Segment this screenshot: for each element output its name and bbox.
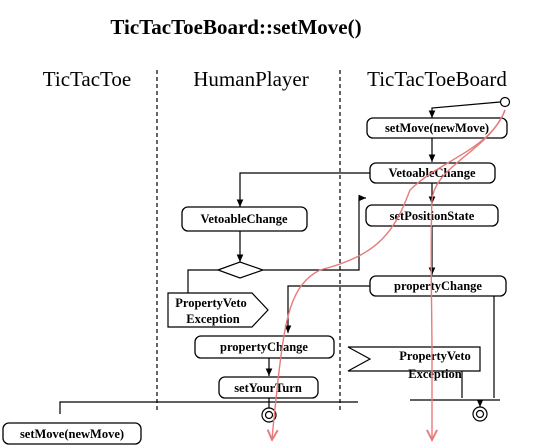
decision-diamond bbox=[216, 261, 265, 279]
lane-tictactoeboard: TicTacToeBoard bbox=[367, 67, 507, 91]
highlighted-execution-paths bbox=[272, 109, 506, 440]
property-change-player-box bbox=[194, 335, 335, 359]
property-change-board-box bbox=[369, 275, 507, 297]
property-veto-exception-receive-right bbox=[347, 346, 481, 372]
property-veto-right-label-1: PropertyVeto bbox=[399, 349, 471, 363]
vetoable-change-player-box bbox=[181, 206, 308, 232]
set-move-bottom-label: setMove(newMove) bbox=[20, 427, 124, 441]
property-veto-right-label-2: Exception bbox=[408, 367, 462, 381]
vetoable-change-player-label: VetoableChange bbox=[200, 212, 287, 226]
start-node bbox=[499, 96, 511, 108]
red-path-left bbox=[272, 109, 506, 440]
lane-humanplayer: HumanPlayer bbox=[193, 67, 308, 91]
set-your-turn-box bbox=[218, 376, 319, 399]
red-path-right bbox=[431, 109, 506, 440]
final-node-board-inner bbox=[475, 409, 485, 419]
property-change-board-label: propertyChange bbox=[394, 279, 482, 293]
lane-tictactoe: TicTacToe bbox=[43, 67, 131, 91]
property-veto-left-label-1: PropertyVeto bbox=[175, 296, 247, 310]
property-veto-exception-send-left bbox=[167, 292, 269, 328]
final-node-player-inner bbox=[264, 410, 274, 420]
property-veto-left-label-2: Exception bbox=[186, 312, 240, 326]
property-change-player-label: propertyChange bbox=[220, 340, 308, 354]
set-move-bottom-box bbox=[2, 422, 142, 445]
diagram-title: TicTacToeBoard::setMove() bbox=[110, 15, 361, 39]
set-move-top-box bbox=[366, 117, 508, 139]
set-move-top-label: setMove(newMove) bbox=[385, 121, 489, 135]
set-your-turn-label: setYourTurn bbox=[234, 381, 302, 395]
